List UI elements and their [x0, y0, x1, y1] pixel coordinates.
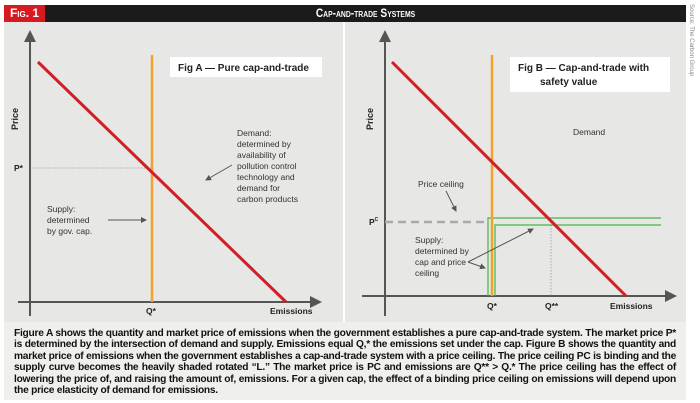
source-credit: Source: The Carbon Group — [688, 4, 694, 77]
svg-text:determined: determined — [47, 215, 90, 225]
svg-text:technology and: technology and — [237, 172, 295, 182]
svg-text:Supply:: Supply: — [415, 235, 443, 245]
svg-text:demand for: demand for — [237, 183, 280, 193]
fig-b-title-box — [510, 57, 670, 92]
figure-number-badge: Fig. 1 — [4, 5, 45, 22]
p-star-label: P* — [14, 163, 24, 173]
demand-label-b: Demand — [573, 127, 605, 137]
x-label-b: Emissions — [610, 301, 653, 311]
demand-arrow-a — [205, 164, 233, 181]
svg-text:ceiling: ceiling — [415, 268, 439, 278]
supply-label-b: Supply: determined by cap and price ceil… — [415, 235, 470, 278]
fig-b-title-1: Fig B — Cap-and-trade with — [518, 63, 649, 74]
demand-label-a: Demand: determined by availability of po… — [237, 128, 298, 204]
figure-title: Cap-and-trade Systems — [315, 6, 416, 20]
svg-text:availability of: availability of — [237, 150, 286, 160]
fig-a-title: Fig A — Pure cap-and-trade — [178, 63, 309, 74]
y-label-a: Price — [10, 108, 20, 130]
q-double-star-label: Q** — [545, 301, 559, 311]
svg-text:pollution control: pollution control — [237, 161, 297, 171]
supply-arrow-b2 — [467, 261, 486, 270]
q-star-label-b: Q* — [487, 301, 498, 311]
svg-text:Supply:: Supply: — [47, 204, 75, 214]
x-label-a: Emissions — [270, 306, 313, 316]
figure-caption: Figure A shows the quantity and market p… — [4, 322, 686, 400]
svg-text:Demand:: Demand: — [237, 128, 272, 138]
price-ceiling-label: Price ceiling — [418, 179, 464, 189]
svg-text:by gov. cap.: by gov. cap. — [47, 226, 92, 236]
supply-arrow-b1 — [467, 228, 534, 263]
p-c-label: PC — [369, 217, 379, 227]
ceiling-arrow — [445, 190, 457, 212]
y-label-b: Price — [365, 108, 375, 130]
svg-text:carbon products: carbon products — [237, 194, 298, 204]
figure-header: Fig. 1 Cap-and-trade Systems — [4, 5, 686, 22]
demand-line-b — [390, 60, 628, 298]
demand-line-a — [36, 60, 288, 304]
supply-label-a: Supply: determined by gov. cap. — [47, 204, 92, 236]
svg-text:determined by: determined by — [415, 246, 470, 256]
chart-a: Fig A — Pure cap-and-trade Price P* Q* E… — [10, 30, 322, 316]
supply-l-curve — [487, 217, 661, 296]
svg-text:cap and price: cap and price — [415, 257, 466, 267]
q-star-label-a: Q* — [146, 306, 157, 316]
fig-b-title-2: safety value — [540, 77, 598, 88]
fig-a-title-box — [170, 57, 322, 77]
svg-text:determined by: determined by — [237, 139, 292, 149]
chart-b: Fig B — Cap-and-trade with safety value … — [362, 30, 677, 316]
